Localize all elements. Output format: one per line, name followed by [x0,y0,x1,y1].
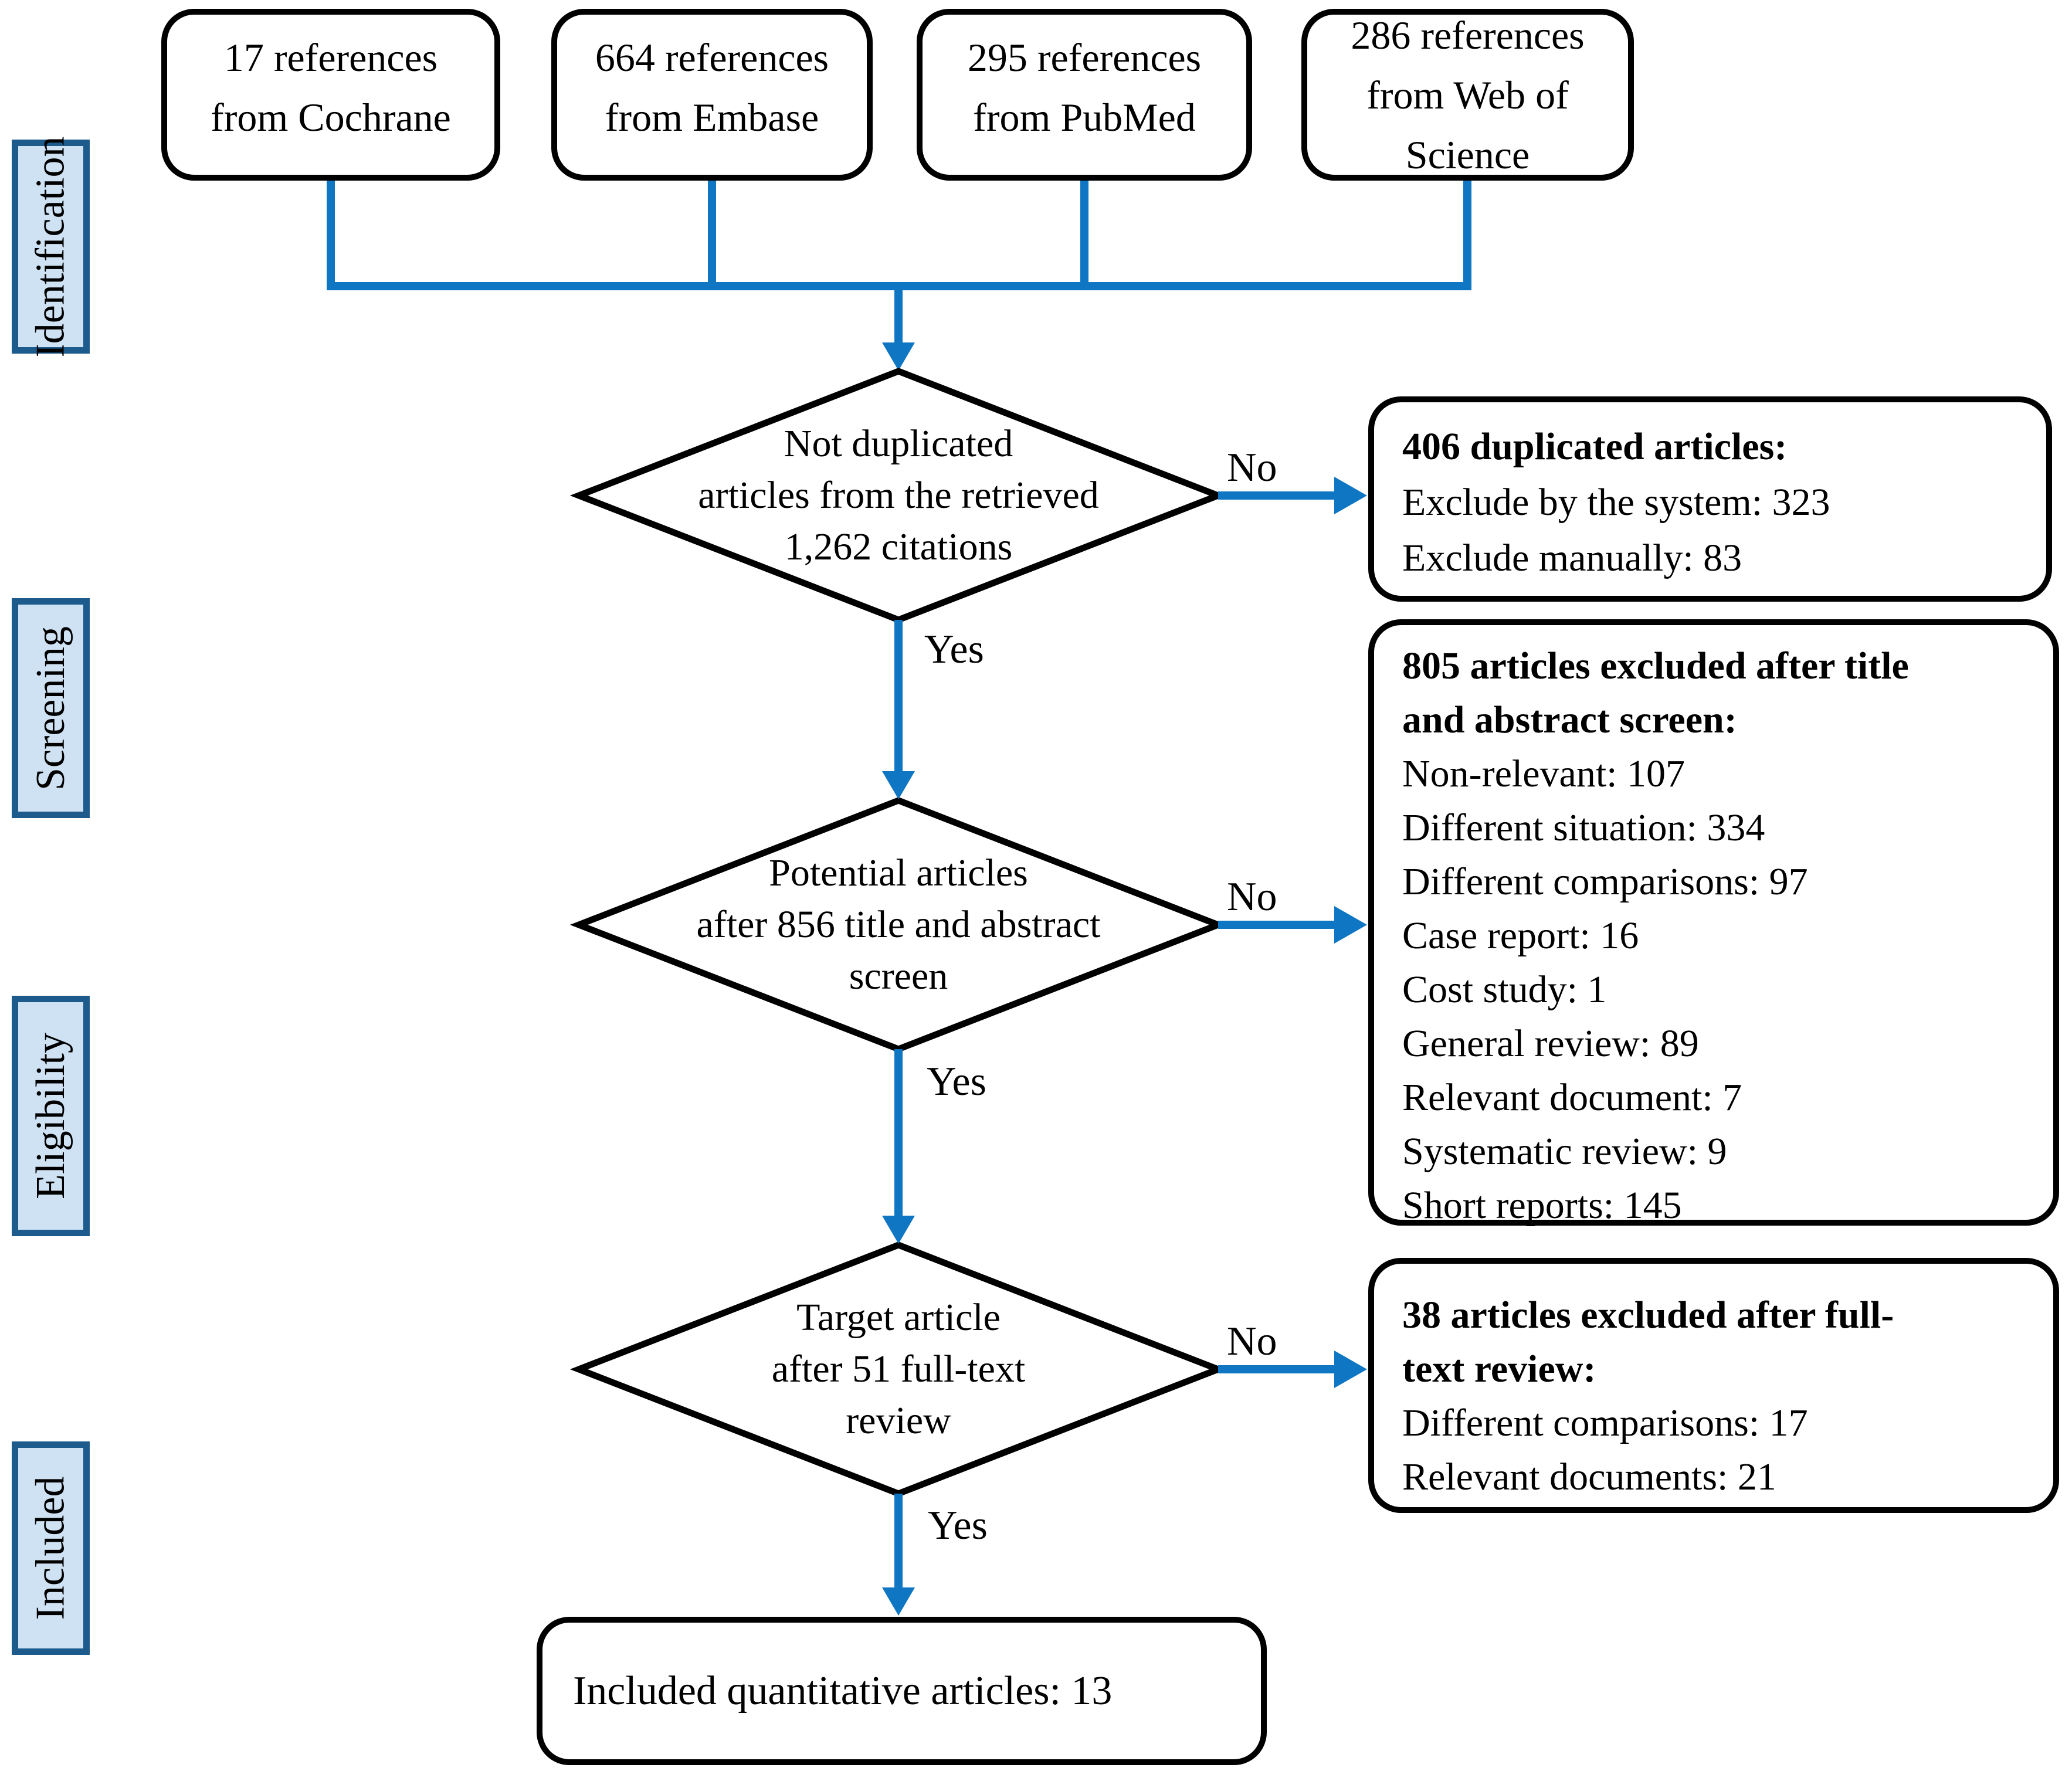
decision-3-line2: after 51 full-text [771,1348,1026,1390]
exclusion-item: Non-relevant: 107 [1402,752,1686,795]
decision-1-text: Not duplicated articles from the retriev… [605,418,1192,573]
decision-2-text: Potential articles after 856 title and a… [605,847,1192,1002]
decision-1-line2: articles from the retrieved [698,474,1099,517]
exclusion-box-duplicates-title: 406 duplicated articles: [1402,425,1788,468]
exclusion-item: Different comparisons: 17 [1402,1402,1808,1444]
stage-identification: Identification [12,136,90,357]
yes-label-1: Yes [924,627,984,672]
source-box-cochrane: 17 references from Cochrane [161,9,500,181]
decision-3-text: Target article after 51 full-text review [605,1292,1192,1447]
decision-3-line1: Target article [796,1296,1001,1339]
decision-1-line3: 1,262 citations [784,525,1013,568]
no-label-1: No [1227,445,1277,490]
exclusion-item: Exclude by the system: 323 [1402,481,1830,524]
exclusion-item: General review: 89 [1402,1022,1699,1065]
source-box-embase-line1: 664 references [595,35,829,80]
exclusion-item: Exclude manually: 83 [1402,537,1742,579]
stage-included-label: Included [28,1476,73,1620]
arrowhead-yes-3 [882,1587,915,1616]
source-box-embase-line2: from Embase [605,94,819,140]
result-box-included: Included quantitative articles: 13 [537,1617,1267,1765]
arrowhead-yes-1 [882,771,915,799]
arrowhead-into-decision-1 [882,342,915,371]
exclusion-item: Systematic review: 9 [1402,1130,1727,1173]
stage-screening-label: Screening [28,626,73,790]
source-box-pubmed-line1: 295 references [967,35,1202,80]
exclusion-item: Relevant document: 7 [1402,1076,1742,1119]
exclusion-box-fulltext-title-line2: text review: [1402,1348,1596,1390]
decision-3-line3: review [846,1399,951,1442]
source-box-wos-line2: from Web of [1366,72,1569,117]
source-box-cochrane-line2: from Cochrane [211,94,451,140]
exclusion-item: Case report: 16 [1402,914,1639,957]
decision-1-line1: Not duplicated [784,422,1013,465]
arrowhead-yes-2 [882,1216,915,1244]
exclusion-item: Short reports: 145 [1402,1184,1682,1227]
yes-label-2: Yes [927,1059,986,1104]
stage-eligibility: Eligibility [12,996,90,1236]
exclusion-box-duplicates: 406 duplicated articles: Exclude by the … [1368,396,2052,602]
no-label-2: No [1227,874,1277,920]
exclusion-box-title-abstract-title-line1: 805 articles excluded after title [1402,644,1909,687]
exclusion-box-fulltext: 38 articles excluded after full- text re… [1368,1258,2059,1513]
source-box-embase: 664 references from Embase [551,9,873,181]
source-stub-lines [327,178,1471,289]
result-text: Included quantitative articles: 13 [573,1668,1113,1714]
exclusion-item: Different comparisons: 97 [1402,860,1808,903]
arrowhead-no-2 [1334,906,1367,944]
decision-2-line2: after 856 title and abstract [696,903,1101,946]
exclusion-box-fulltext-title-line1: 38 articles excluded after full- [1402,1294,1894,1336]
source-box-web-of-science: 286 references from Web of Science [1301,9,1634,181]
source-box-wos-line1: 286 references [1351,12,1585,57]
source-box-wos-line3: Science [1405,132,1530,177]
exclusion-item: Relevant documents: 21 [1402,1456,1776,1498]
exclusion-item: Cost study: 1 [1402,968,1607,1011]
exclusion-box-title-abstract: 805 articles excluded after title and ab… [1368,619,2059,1227]
source-box-pubmed: 295 references from PubMed [917,9,1252,181]
exclusion-box-title-abstract-title-line2: and abstract screen: [1402,698,1737,741]
no-label-3: No [1227,1319,1277,1364]
stage-eligibility-label: Eligibility [28,1033,73,1199]
source-box-cochrane-line1: 17 references [223,35,438,80]
stage-screening: Screening [12,598,90,818]
yes-label-3: Yes [928,1503,988,1548]
decision-2-line1: Potential articles [769,851,1028,894]
arrowhead-no-1 [1334,477,1367,514]
stage-identification-label: Identification [28,135,73,358]
decision-2-line3: screen [849,955,948,998]
exclusion-item: Different situation: 334 [1402,806,1765,849]
stage-included: Included [12,1441,90,1655]
arrowhead-no-3 [1334,1351,1367,1388]
source-box-pubmed-line2: from PubMed [973,94,1196,140]
